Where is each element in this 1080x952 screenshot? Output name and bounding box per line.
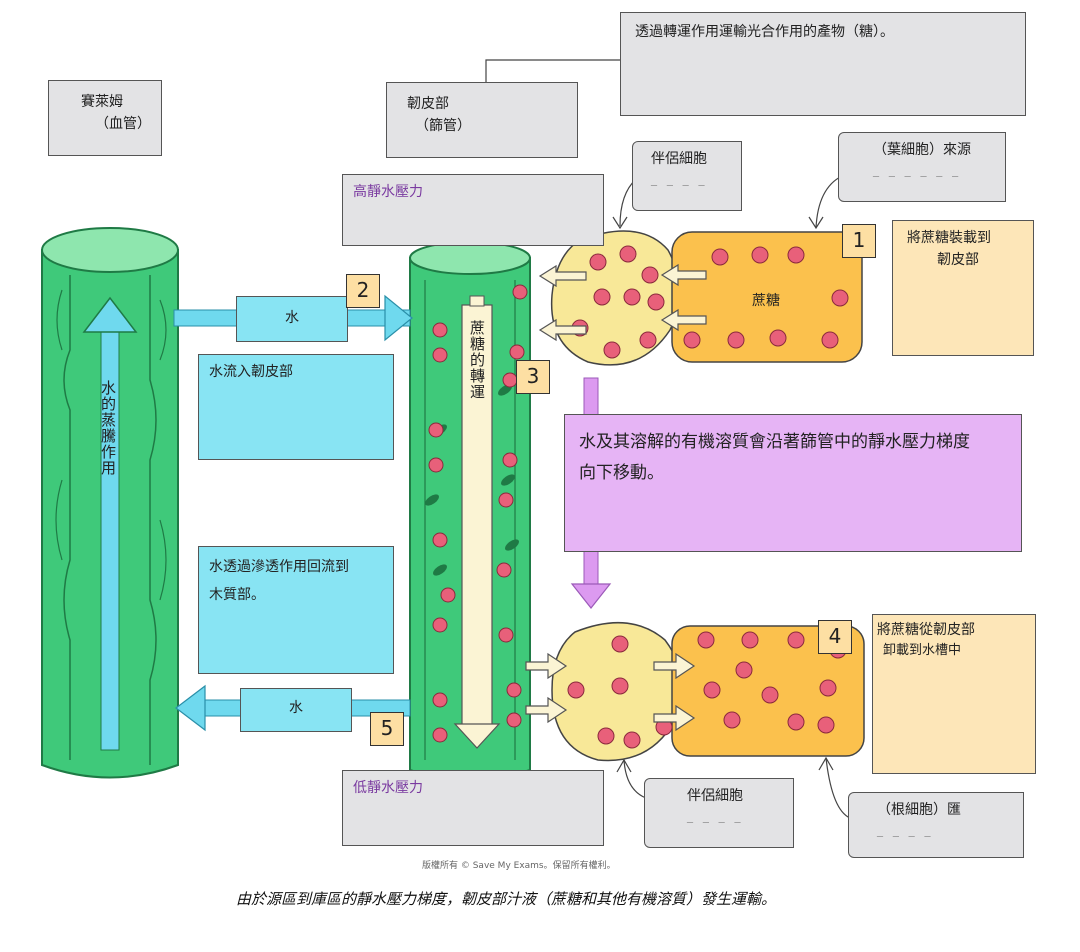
companion-top-tag: 伴侶細胞 _ _ _ _: [632, 141, 742, 211]
unloading-arrows: [525, 652, 696, 732]
low-pressure-label: 低靜水壓力: [353, 780, 423, 796]
water-into-phloem-box: 水流入韌皮部: [198, 354, 394, 460]
transpiration-arrow: [82, 296, 138, 751]
translocation-note: 透過轉運作用運輸光合作用的產物（糖）。: [635, 24, 894, 40]
loading-line1: 將蔗糖裝載到: [907, 230, 991, 246]
step-5-badge: 5: [370, 712, 404, 746]
water-out-label: 水: [289, 700, 303, 716]
high-pressure-box: 高靜水壓力: [342, 174, 604, 246]
sucrose-transport-label: 蔗糖的轉運: [468, 320, 486, 400]
xylem-label-box: 賽萊姆 （血管）: [48, 80, 162, 156]
step-2-badge: 2: [346, 274, 380, 308]
step-1-badge: 1: [842, 224, 876, 258]
step-3-badge: 3: [516, 360, 550, 394]
water-in-label-box: 水: [236, 296, 348, 342]
phloem-title: 韌皮部: [407, 96, 449, 112]
step-4-badge: 4: [818, 620, 852, 654]
loading-arrows: [538, 263, 707, 342]
transpiration-label: 水的蒸騰作用: [99, 380, 117, 476]
water-out-label-box: 水: [240, 688, 352, 732]
water-into-phloem-text: 水流入韌皮部: [209, 364, 293, 380]
water-in-label: 水: [285, 310, 299, 326]
translocation-note-box: 透過轉運作用運輸光合作用的產物（糖）。: [620, 12, 1026, 116]
unloading-box: 將蔗糖從韌皮部 卸載到水槽中: [872, 614, 1036, 774]
sink-tag-label: （根細胞）匯: [877, 802, 961, 818]
phloem-sucrose-particles: [428, 284, 528, 743]
sink-tag-box: （根細胞）匯 _ _ _ _: [848, 792, 1024, 858]
companion-bottom-label: 伴侶細胞: [687, 788, 743, 804]
xylem-title: 賽萊姆: [81, 94, 123, 110]
loading-line2: 韌皮部: [937, 252, 979, 269]
sucrose-transport-arrow: [453, 295, 501, 749]
high-pressure-label: 高靜水壓力: [353, 184, 423, 200]
copyright-text: 版權所有 © Save My Exams。保留所有權利。: [422, 861, 616, 871]
source-tag-box: （葉細胞）來源 _ _ _ _ _ _: [838, 132, 1006, 202]
phloem-label-box: 韌皮部 （篩管）: [386, 82, 578, 158]
unloading-line1: 將蔗糖從韌皮部: [877, 622, 975, 638]
osmosis-line2: 木質部。: [209, 587, 265, 603]
source-tag-label: （葉細胞）來源: [873, 142, 971, 158]
low-pressure-box: 低靜水壓力: [342, 770, 604, 846]
osmosis-line1: 水透過滲透作用回流到: [209, 559, 349, 575]
xylem-subtitle: （血管）: [95, 116, 151, 133]
loading-box: 將蔗糖裝載到 韌皮部: [892, 220, 1034, 356]
gradient-line2: 向下移動。: [579, 462, 664, 483]
phloem-subtitle: （篩管）: [415, 118, 471, 135]
osmosis-box: 水透過滲透作用回流到 木質部。: [198, 546, 394, 674]
gradient-line1: 水及其溶解的有機溶質會沿著篩管中的靜水壓力梯度: [579, 432, 970, 452]
pressure-gradient-box: 水及其溶解的有機溶質會沿著篩管中的靜水壓力梯度 向下移動。: [564, 414, 1022, 552]
source-sucrose-particles: [571, 245, 849, 359]
companion-bottom-tag: 伴侶細胞 _ _ _ _: [644, 778, 794, 848]
figure-caption: 由於源區到庫區的靜水壓力梯度，韌皮部汁液（蔗糖和其他有機溶質）發生運輸。: [236, 890, 777, 908]
sink-sucrose-particles: [567, 631, 847, 749]
companion-top-label: 伴侶細胞: [651, 151, 707, 167]
sucrose-label: 蔗糖: [752, 293, 780, 309]
unloading-line2: 卸載到水槽中: [883, 643, 962, 659]
